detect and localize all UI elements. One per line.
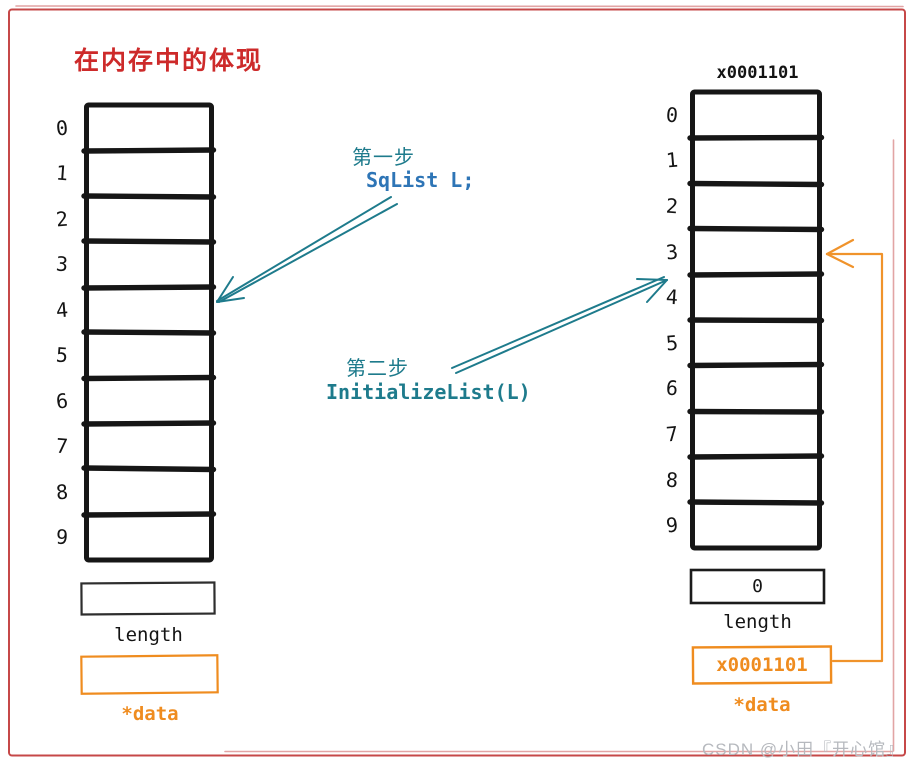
left-length-label: length: [114, 624, 183, 646]
array-index-label: 1: [55, 160, 69, 186]
array-index-label: 9: [55, 524, 69, 550]
array-index-label: 2: [665, 193, 679, 219]
step1-code: SqList L;: [366, 168, 475, 192]
right-array-grid: [687, 89, 825, 551]
array-index-label: 6: [54, 388, 70, 414]
step1-arrow: [216, 196, 398, 303]
array-index-label: 4: [665, 284, 679, 310]
array-index-label: 6: [665, 375, 679, 401]
right-length-value: 0: [752, 576, 763, 597]
right-array-cell-separators: [687, 134, 825, 506]
right-length-box: [689, 568, 826, 605]
right-array-address-label: x0001101: [716, 63, 799, 83]
left-array-grid: [81, 102, 217, 563]
step2-label: 第二步: [346, 358, 409, 380]
page-border: [8, 5, 906, 757]
watermark: CSDN @小田『开心馆』: [702, 740, 905, 759]
left-data-pointer-box: [80, 654, 219, 695]
array-index-label: 4: [54, 297, 70, 323]
array-index-label: 9: [664, 512, 680, 538]
array-index-label: 8: [665, 467, 679, 493]
array-index-label: 2: [54, 206, 70, 232]
array-index-label: 7: [664, 421, 680, 447]
array-index-label: 1: [664, 147, 680, 173]
right-data-value: x0001101: [716, 654, 808, 676]
array-index-label: 3: [55, 251, 69, 277]
page-title: 在内存中的体现: [74, 47, 264, 75]
array-index-label: 5: [664, 330, 680, 356]
right-data-pointer-box: [691, 645, 833, 685]
array-index-label: 0: [54, 115, 70, 141]
data-pointer-arrow: [825, 238, 884, 663]
array-index-label: 8: [54, 479, 70, 505]
left-length-value: [82, 583, 215, 614]
left-array-cell-separators: [81, 147, 217, 518]
step1-label: 第一步: [352, 147, 415, 169]
array-index-label: 7: [55, 433, 69, 459]
right-length-label: length: [723, 611, 792, 633]
left-length-box: [80, 581, 216, 616]
step2-code: InitializeList(L): [326, 380, 531, 404]
array-index-label: 3: [664, 239, 680, 265]
step2-arrow: [451, 276, 668, 374]
left-data-value: [82, 656, 218, 693]
array-index-label: 5: [55, 342, 69, 368]
left-data-label: *data: [121, 703, 179, 725]
array-index-label: 0: [665, 102, 679, 128]
right-data-label: *data: [733, 694, 791, 716]
